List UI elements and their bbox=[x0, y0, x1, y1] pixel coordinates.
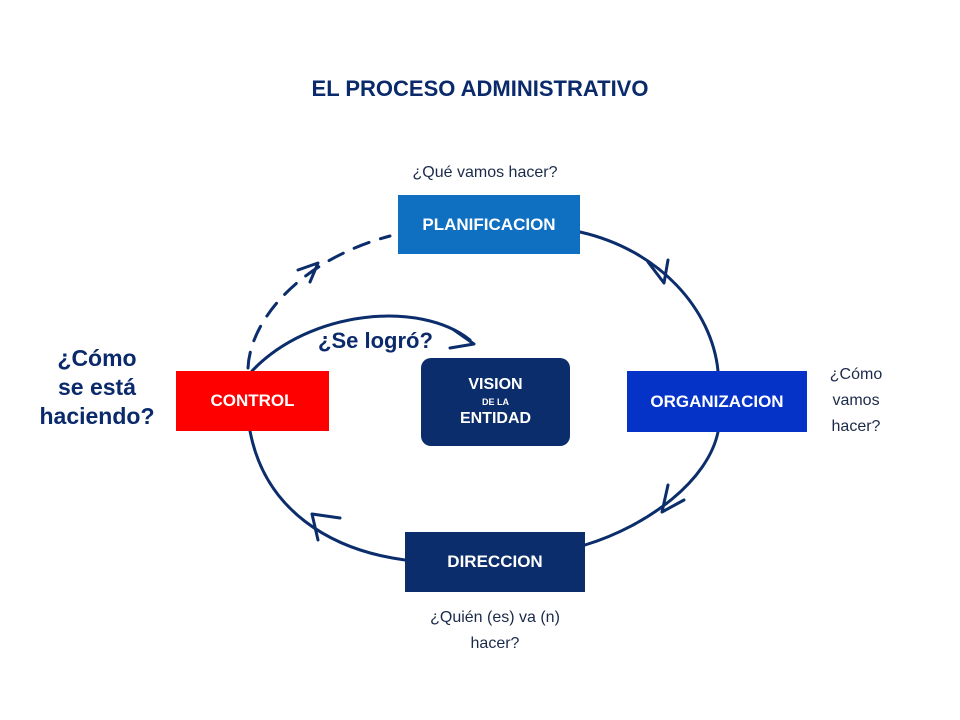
node-control: CONTROL bbox=[176, 371, 329, 431]
node-organizacion: ORGANIZACION bbox=[627, 371, 807, 432]
question-se-logro: ¿Se logró? bbox=[318, 328, 433, 353]
question-direccion-line: hacer? bbox=[470, 635, 520, 652]
question-control-line: ¿Cómo bbox=[57, 345, 137, 371]
node-direccion-label: DIRECCION bbox=[447, 552, 543, 571]
node-planificacion: PLANIFICACION bbox=[398, 195, 580, 254]
arrowhead-ctrl-to-vision bbox=[448, 328, 476, 350]
node-direccion: DIRECCION bbox=[405, 532, 585, 592]
question-planificacion: ¿Qué vamos hacer? bbox=[412, 164, 558, 181]
arrowhead-dir-to-ctrl bbox=[310, 512, 342, 542]
page-title: EL PROCESO ADMINISTRATIVO bbox=[311, 76, 649, 101]
arrowhead-ctrl-to-plan bbox=[296, 261, 320, 284]
question-direccion-line: ¿Quién (es) va (n) bbox=[430, 609, 560, 626]
vision-line-2: DE LA bbox=[482, 397, 509, 407]
arc-ctrl-to-vision bbox=[250, 314, 472, 373]
arc-dir-to-ctrl bbox=[248, 429, 407, 562]
node-planificacion-label: PLANIFICACION bbox=[422, 214, 556, 234]
arc-plan-to-org bbox=[578, 230, 720, 373]
question-organizacion-line: vamos bbox=[832, 392, 880, 409]
vision-line-3: ENTIDAD bbox=[459, 410, 532, 427]
node-organizacion-label: ORGANIZACION bbox=[650, 391, 784, 411]
arrowhead-org-to-dir bbox=[660, 483, 686, 514]
question-control-line: haciendo? bbox=[39, 403, 155, 429]
vision-line-1: VISION bbox=[468, 376, 523, 393]
arc-ctrl-to-plan-dashed bbox=[246, 234, 392, 370]
arc-org-to-dir bbox=[583, 430, 720, 547]
question-organizacion-line: hacer? bbox=[831, 418, 881, 435]
question-direccion: ¿Quién (es) va (n) hacer? bbox=[390, 605, 600, 657]
question-organizacion-line: ¿Cómo bbox=[829, 366, 883, 383]
question-control-line: se está bbox=[57, 374, 136, 400]
node-vision-entidad: VISION DE LA ENTIDAD bbox=[421, 358, 570, 446]
question-control: ¿Cómo se está haciendo? bbox=[22, 344, 172, 431]
question-organizacion: ¿Cómo vamos hacer? bbox=[806, 362, 906, 440]
arrowhead-plan-to-org bbox=[646, 258, 670, 285]
node-control-label: CONTROL bbox=[210, 391, 295, 410]
